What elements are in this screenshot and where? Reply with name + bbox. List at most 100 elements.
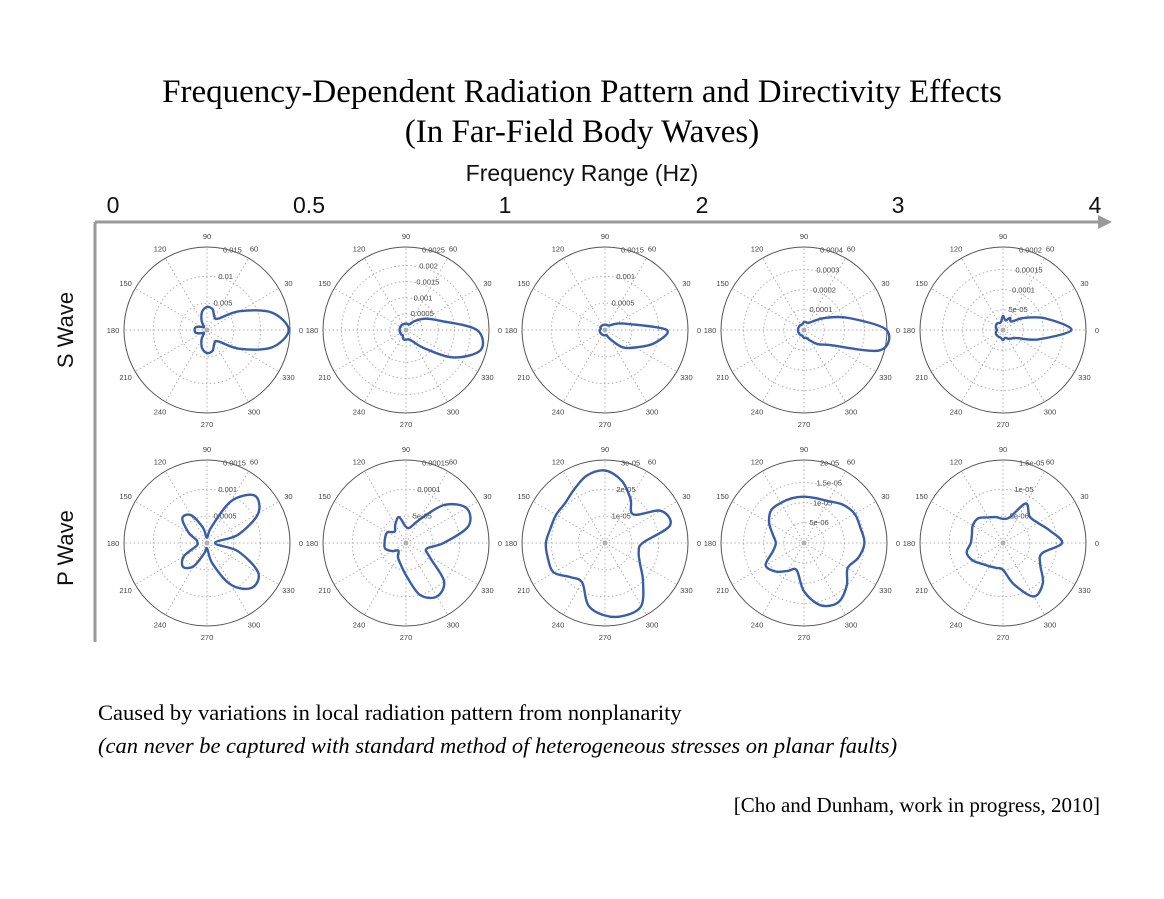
- polar-spoke: [762, 329, 805, 403]
- polar-spoke: [364, 470, 407, 544]
- angle-tick-label: 270: [599, 633, 612, 642]
- polar-origin-marker: [204, 327, 210, 333]
- radial-tick-label: 1e-05: [813, 498, 832, 507]
- title-line-2: (In Far-Field Body Waves): [404, 114, 760, 150]
- angle-tick-label: 120: [154, 458, 167, 467]
- angle-tick-label: 60: [449, 245, 457, 254]
- radial-tick-label: 0.001: [414, 293, 433, 302]
- polar-origin-marker: [403, 327, 409, 333]
- polar-spoke: [405, 329, 479, 372]
- angle-tick-label: 90: [999, 445, 1007, 454]
- radial-tick-label: 0.0003: [816, 265, 839, 274]
- radiation-pattern-curve: [180, 493, 261, 591]
- polar-ring: [378, 515, 434, 571]
- polar-spoke: [762, 470, 805, 544]
- polar-origin-marker: [1000, 327, 1006, 333]
- radial-tick-label: 0.0001: [1012, 285, 1035, 294]
- title-line-1: Frequency-Dependent Radiation Pattern an…: [162, 74, 1002, 110]
- radial-tick-label: 0.0005: [214, 512, 237, 521]
- polar-ring: [783, 309, 825, 351]
- radial-tick-label: 5e-06: [1010, 512, 1029, 521]
- polar-ring: [389, 313, 423, 347]
- radial-tick-label: 2e-05: [820, 459, 839, 468]
- polar-spoke: [1002, 329, 1076, 372]
- frequency-tick: 3: [891, 192, 905, 218]
- polar-spoke: [563, 542, 606, 616]
- radial-tick-label: 0.00015: [422, 459, 449, 468]
- angle-tick-label: 0: [1095, 326, 1099, 335]
- radiation-pattern-curve: [383, 502, 472, 600]
- angle-tick-label: 270: [798, 633, 811, 642]
- angle-tick-label: 60: [648, 458, 656, 467]
- polar-spoke: [134, 501, 208, 544]
- polar-spoke: [206, 501, 280, 544]
- radial-tick-label: 1.5e-05: [816, 478, 841, 487]
- polar-outer-circle: [521, 459, 689, 627]
- polar-spoke: [1002, 542, 1045, 616]
- radial-tick-label: 0.001: [616, 272, 635, 281]
- radiation-pattern-curve: [544, 469, 672, 619]
- angle-tick-label: 210: [318, 586, 331, 595]
- polar-spoke: [803, 470, 846, 544]
- angle-tick-label: 210: [915, 373, 928, 382]
- angle-tick-label: 180: [505, 539, 518, 548]
- polar-spoke: [961, 329, 1004, 403]
- polar-ring: [962, 289, 1044, 371]
- polar-spoke: [364, 542, 407, 616]
- angle-tick-label: 270: [997, 633, 1010, 642]
- angle-tick-label: 150: [517, 492, 530, 501]
- polar-spoke: [604, 257, 647, 331]
- angle-tick-label: 180: [306, 326, 319, 335]
- angle-tick-label: 30: [1080, 492, 1088, 501]
- angle-tick-label: 30: [284, 279, 292, 288]
- angle-tick-label: 90: [203, 445, 211, 454]
- angle-tick-label: 330: [680, 586, 693, 595]
- angle-tick-label: 30: [483, 492, 491, 501]
- polar-spoke: [803, 257, 846, 331]
- polar-spoke: [532, 288, 606, 331]
- polar-ring: [577, 515, 633, 571]
- angle-tick-label: 60: [1046, 245, 1054, 254]
- angle-tick-label: 210: [716, 586, 729, 595]
- angle-tick-label: 270: [201, 420, 214, 429]
- angle-tick-label: 150: [915, 279, 928, 288]
- angle-tick-label: 90: [203, 232, 211, 241]
- angle-tick-label: 330: [481, 373, 494, 382]
- angle-tick-label: 120: [552, 458, 565, 467]
- angle-tick-label: 0: [896, 326, 900, 335]
- polar-plot-s-wave-2-3: 0.00010.00020.00030.00040306090120150180…: [704, 232, 900, 429]
- polar-spoke: [930, 329, 1004, 372]
- polar-spoke: [333, 542, 407, 585]
- angle-tick-label: 30: [483, 279, 491, 288]
- polar-ring: [152, 488, 262, 598]
- polar-spoke: [405, 542, 479, 585]
- polar-ring: [179, 515, 235, 571]
- polar-spoke: [165, 542, 208, 616]
- radial-tick-label: 0.0015: [416, 277, 439, 286]
- polar-ring: [550, 488, 660, 598]
- polar-ring: [948, 488, 1058, 598]
- angle-tick-label: 270: [400, 633, 413, 642]
- polar-spoke: [134, 288, 208, 331]
- radial-tick-label: 5e-06: [809, 518, 828, 527]
- polar-spoke: [803, 501, 877, 544]
- polar-spoke: [604, 501, 678, 544]
- angle-tick-label: 210: [517, 586, 530, 595]
- polar-spoke: [961, 257, 1004, 331]
- polar-spoke: [731, 288, 805, 331]
- polar-spoke: [333, 329, 407, 372]
- polar-spoke: [405, 257, 448, 331]
- angle-tick-label: 150: [915, 492, 928, 501]
- angle-tick-label: 180: [505, 326, 518, 335]
- polar-outer-circle: [919, 246, 1087, 414]
- angle-tick-label: 30: [682, 279, 690, 288]
- polar-origin-marker: [801, 540, 807, 546]
- polar-origin-marker: [204, 540, 210, 546]
- polar-spoke: [405, 288, 479, 331]
- radial-tick-label: 1e-05: [612, 512, 631, 521]
- angle-tick-label: 150: [517, 279, 530, 288]
- angle-tick-label: 240: [950, 407, 963, 416]
- angle-tick-label: 300: [1044, 620, 1057, 629]
- polar-ring: [550, 275, 660, 385]
- angle-tick-label: 330: [1078, 373, 1091, 382]
